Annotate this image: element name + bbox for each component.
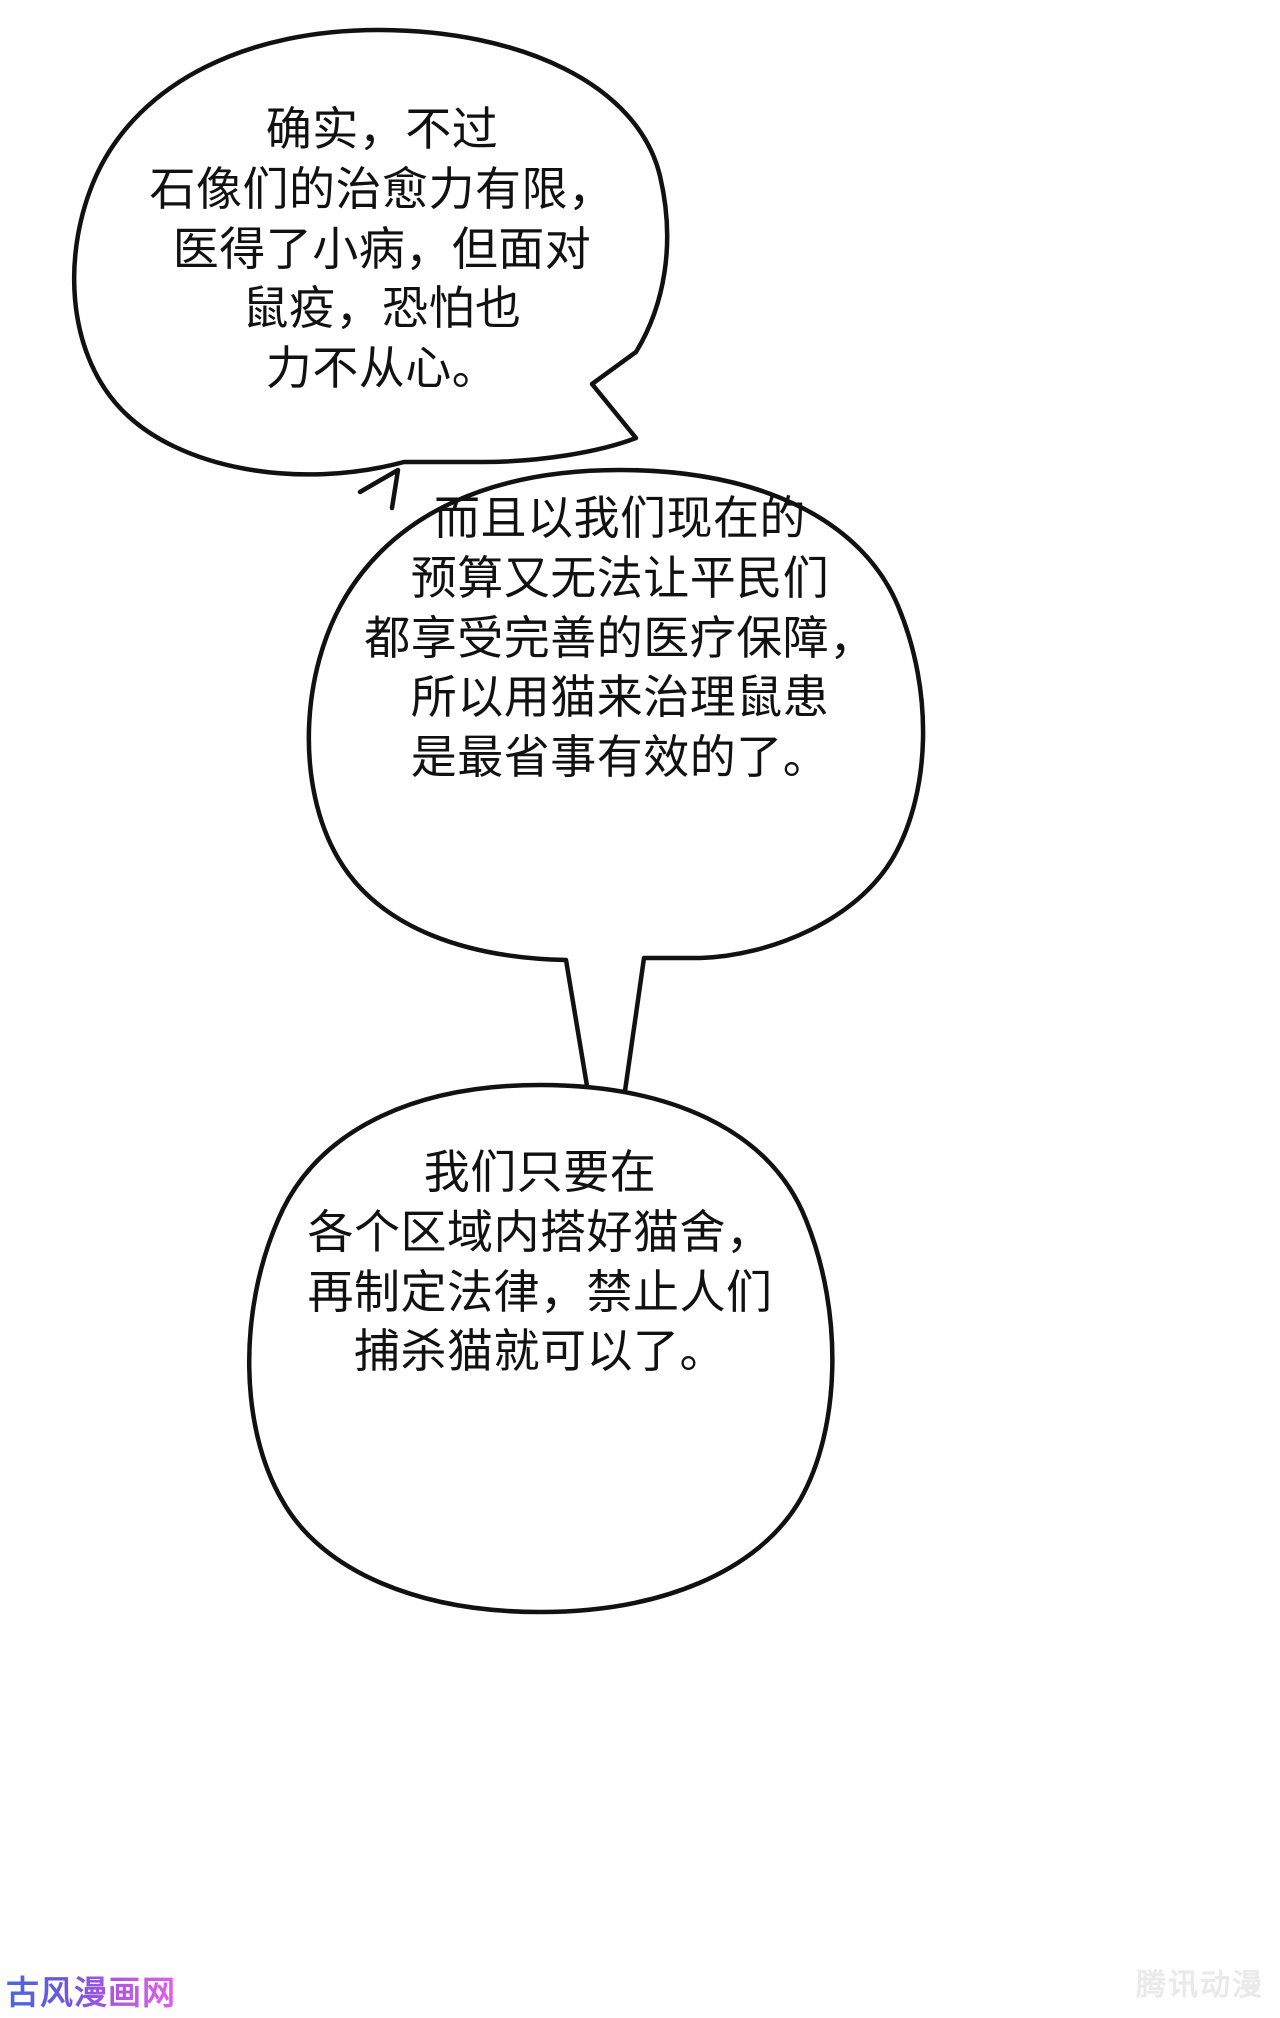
bubble-1-text: 确实，不过 石像们的治愈力有限， 医得了小病，但面对 鼠疫，恐怕也 力不从心。 — [149, 102, 615, 396]
site-watermark-right: 腾讯动漫 — [1136, 1968, 1264, 2003]
bubble-2-text: 而且以我们现在的 预算又无法让平民们 都享受完善的医疗保障， 所以用猫来治理鼠患… — [364, 491, 876, 785]
site-watermark-left: 古风漫画网 — [6, 1966, 176, 2014]
bubble-3-text: 我们只要在 各个区域内搭好猫舍， 再制定法律，禁止人们 捕杀猫就可以了。 — [307, 1145, 773, 1379]
